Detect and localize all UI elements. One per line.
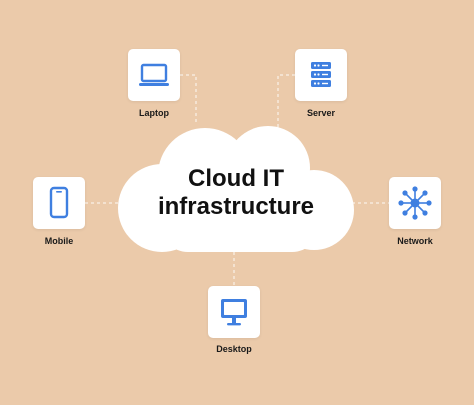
node-desktop [208,286,260,338]
cloud-title: Cloud IT infrastructure [140,165,332,221]
node-laptop [128,49,180,101]
laptop-icon [139,63,169,86]
cloud-title-line-2: infrastructure [157,193,315,220]
server-icon [311,62,331,87]
mobile-phone-icon [49,186,69,219]
desktop-monitor-icon [221,299,247,326]
node-label-mobile: Mobile [44,236,74,246]
node-label-laptop: Laptop [139,108,169,118]
node-network [389,177,441,229]
cloud-title-line-1: Cloud IT [188,165,284,192]
node-server [295,49,347,101]
node-mobile [33,177,85,229]
connector-laptop [180,74,197,125]
network-icon [398,186,432,220]
node-label-desktop: Desktop [216,344,252,354]
node-label-network: Network [397,236,433,246]
node-label-server: Server [306,108,336,118]
